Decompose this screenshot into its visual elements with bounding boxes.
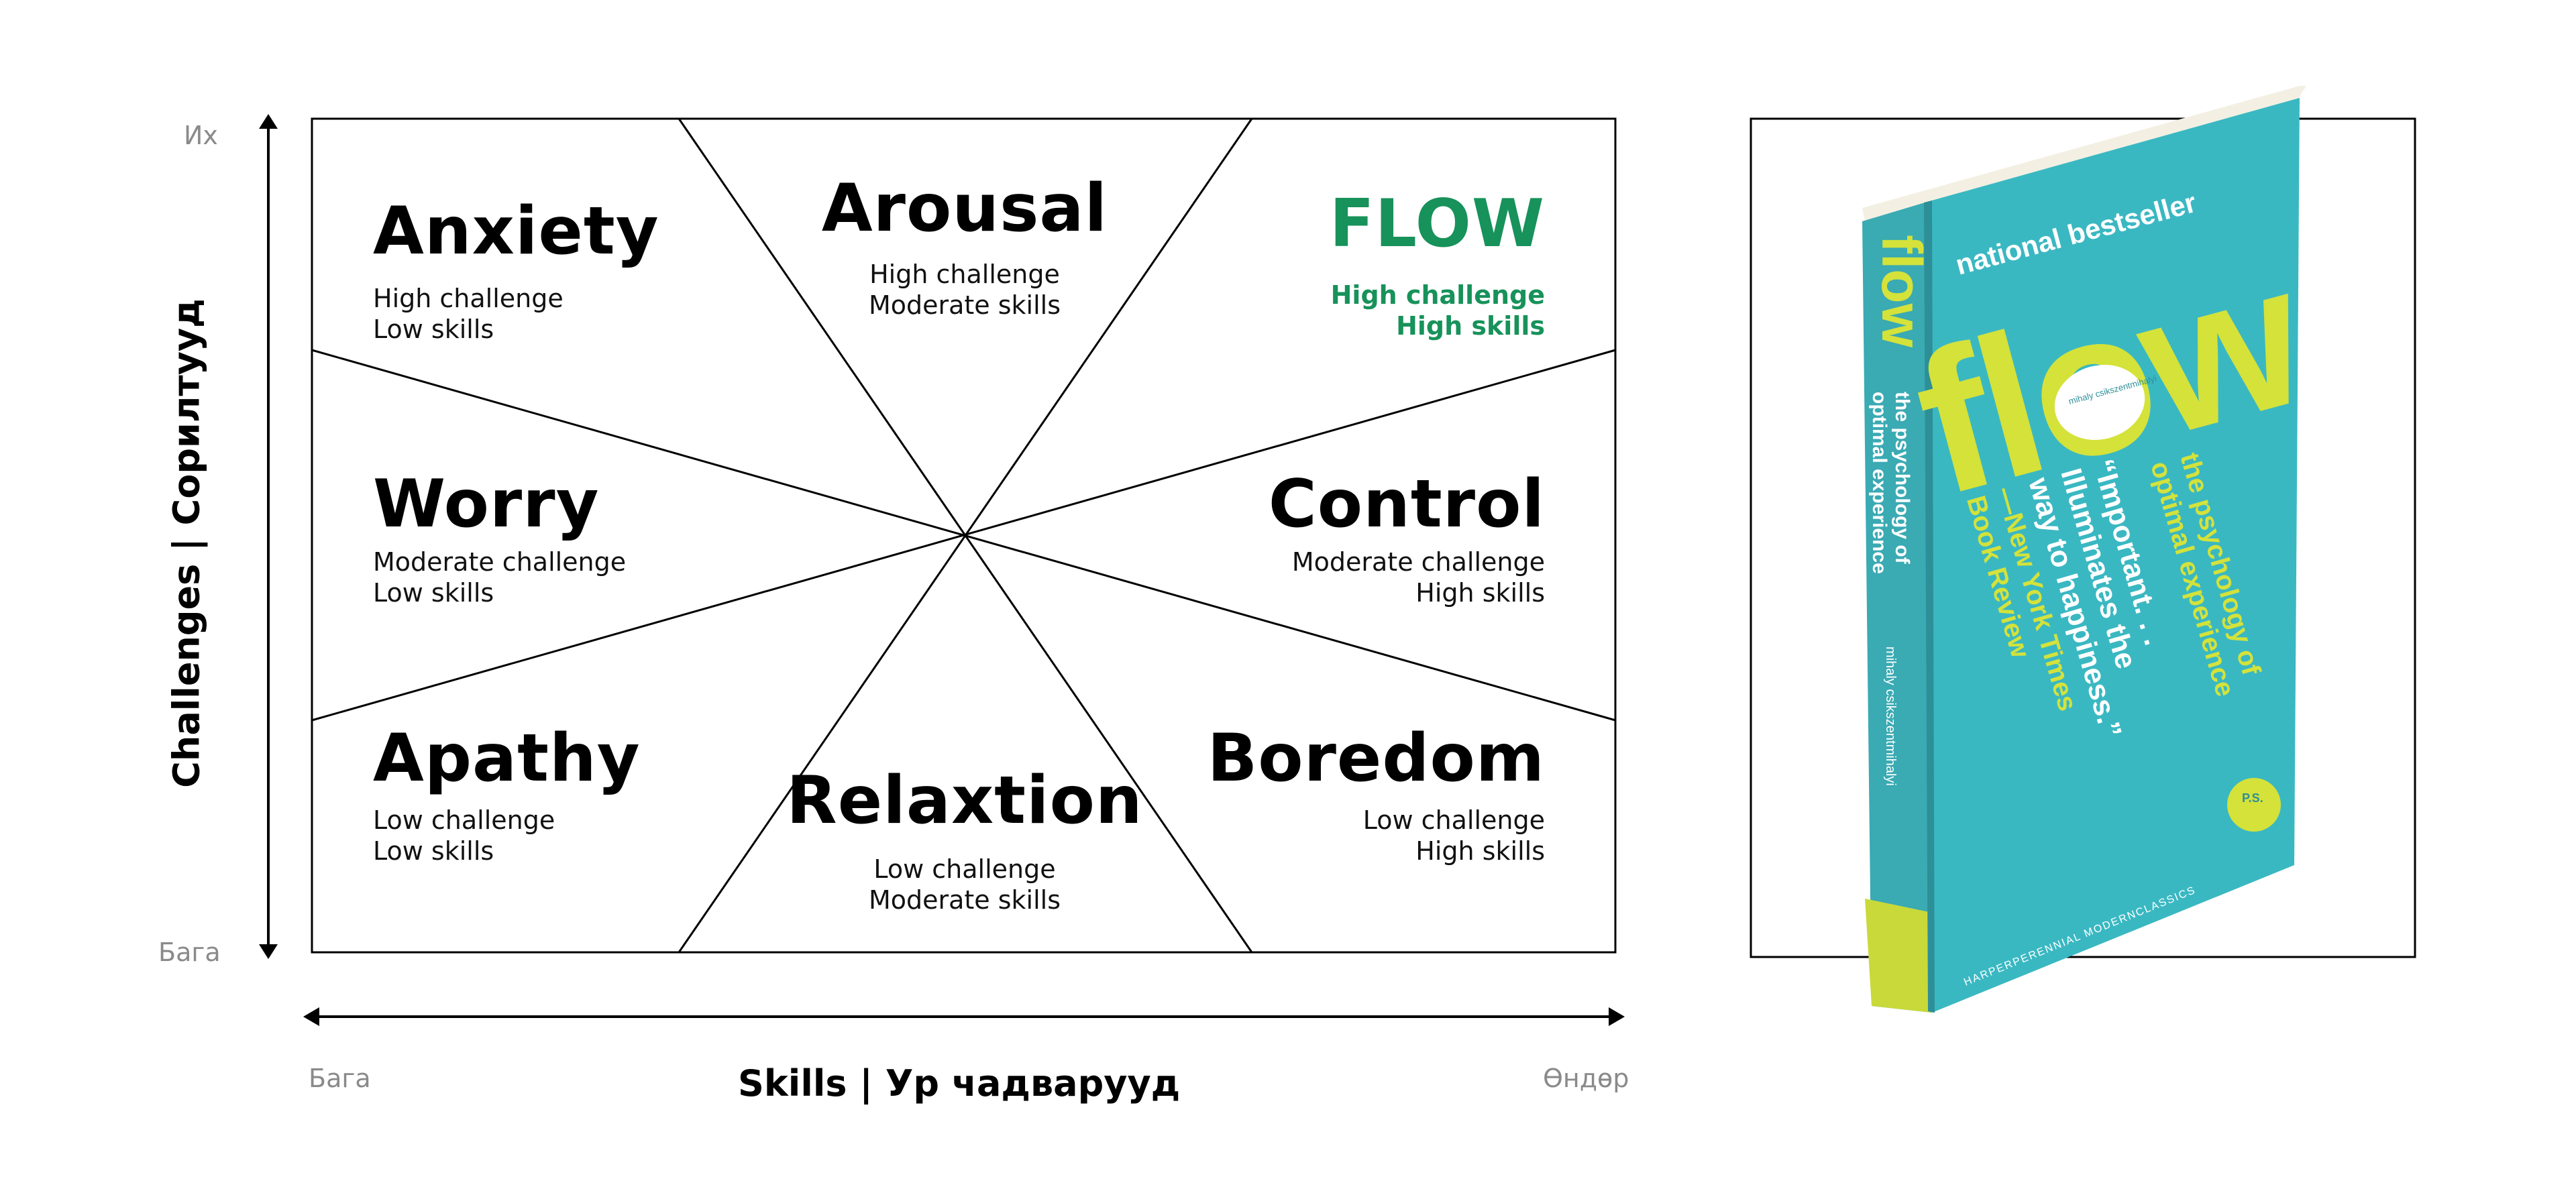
book-spine-text: flow the psychology of optimal experienc…	[1868, 235, 1933, 786]
arousal-line2: Moderate skills	[868, 290, 1061, 320]
quadrant-control: Control Moderate challenge High skills	[1194, 471, 1545, 608]
quadrant-relaxation: Relaxtion Low challenge Moderate skills	[771, 768, 1158, 915]
x-axis-arrowhead-right	[1609, 1007, 1625, 1026]
arousal-line1: High challenge	[869, 260, 1060, 289]
x-axis-title: Skills | Ур чадварууд	[738, 1062, 1181, 1105]
diagram-frame	[311, 117, 1617, 954]
anxiety-title: Anxiety	[373, 193, 659, 270]
control-line2: High skills	[1415, 578, 1545, 608]
quadrant-boredom: Boredom Low challenge High skills	[1194, 726, 1545, 866]
control-line1: Moderate challenge	[1291, 547, 1545, 577]
worry-title: Worry	[373, 466, 600, 543]
relaxation-title: Relaxtion	[786, 763, 1143, 839]
worry-line1: Moderate challenge	[373, 547, 627, 577]
quadrant-apathy: Apathy Low challenge Low skills	[373, 726, 641, 866]
quadrant-flow: FLOW High challenge High skills	[1261, 191, 1545, 341]
x-axis-arrowhead-left	[303, 1007, 319, 1026]
apathy-line2: Low skills	[373, 836, 494, 866]
y-axis-high-label: Их	[184, 121, 218, 150]
book-spine-subtitle-line1: the psychology of	[1891, 392, 1913, 565]
book-spine	[1862, 201, 1932, 1013]
y-axis-low-label: Бага	[158, 938, 221, 967]
boredom-line2: High skills	[1415, 836, 1545, 866]
x-axis-low-label: Бага	[309, 1064, 371, 1093]
anxiety-line2: Low skills	[373, 315, 494, 344]
boredom-line1: Low challenge	[1362, 805, 1545, 835]
x-axis-high-label: Өндөр	[1543, 1064, 1629, 1093]
boredom-title: Boredom	[1207, 720, 1545, 797]
y-axis-arrowhead-bottom	[259, 944, 278, 959]
worry-line2: Low skills	[373, 578, 494, 608]
arousal-title: Arousal	[821, 170, 1108, 247]
flow-line1: High challenge	[1330, 280, 1545, 310]
y-axis-arrowhead-top	[259, 114, 278, 129]
divider-left-lower	[311, 349, 1616, 722]
apathy-line1: Low challenge	[373, 805, 555, 835]
apathy-title: Apathy	[373, 720, 641, 797]
control-title: Control	[1268, 466, 1545, 543]
quadrant-arousal: Arousal High challenge Moderate skills	[797, 176, 1132, 321]
book-spine-shadow	[1924, 201, 1935, 1013]
book-ps-badge-text: P.S.	[2242, 791, 2263, 805]
flow-title: FLOW	[1329, 186, 1545, 262]
book-frame	[1750, 117, 2416, 958]
book-page-edge	[1862, 86, 2306, 221]
relaxation-line2: Moderate skills	[868, 885, 1061, 915]
book-spine-subtitle-line2: optimal experience	[1868, 392, 1890, 574]
book-ps-badge	[2227, 778, 2281, 832]
quadrant-anxiety: Anxiety High challenge Low skills	[373, 199, 659, 345]
relaxation-line1: Low challenge	[873, 854, 1056, 884]
quadrant-worry: Worry Moderate challenge Low skills	[373, 471, 626, 608]
flow-line2: High skills	[1396, 311, 1545, 341]
book-spine-title: flow	[1870, 235, 1933, 348]
book-spine-bottom	[1865, 899, 1932, 1013]
book-cover	[1929, 98, 2300, 1013]
book-author-oval	[2054, 365, 2145, 440]
anxiety-line1: High challenge	[373, 284, 564, 313]
book-spine-author: mihaly csikszentmihalyi	[1883, 646, 1898, 786]
